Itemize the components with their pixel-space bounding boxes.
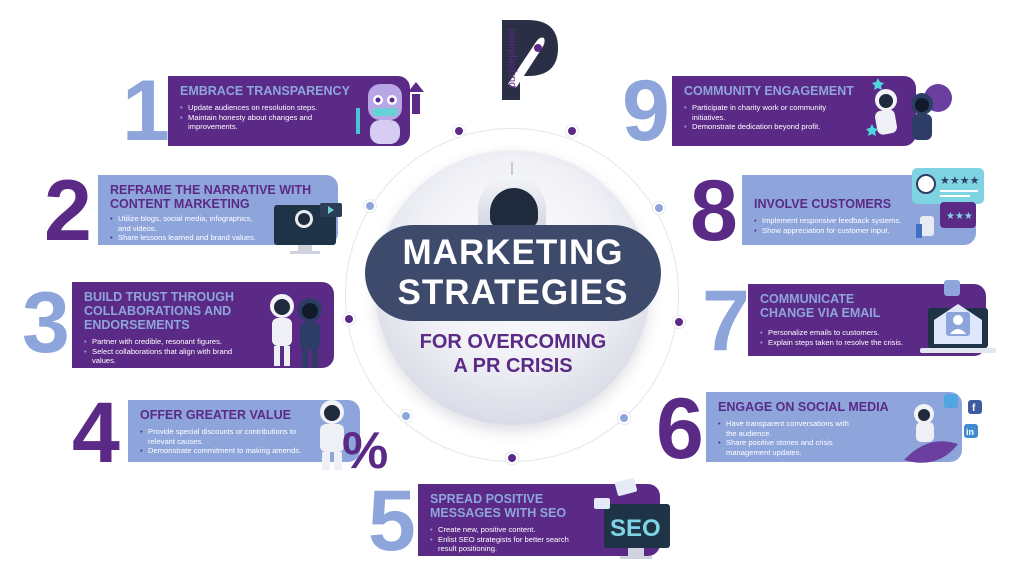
strategy-bullet: Partner with credible, resonant figures.: [84, 337, 244, 347]
strategy-bullet: Utilize blogs, social media, infographic…: [110, 214, 265, 233]
astronaut-antenna: [511, 162, 513, 178]
strategy-bullet: Personalize emails to customers.: [760, 328, 920, 338]
strategy-bullet: Create new, positive content.: [430, 525, 580, 535]
ring-dot: [364, 200, 376, 212]
purpleplanet-logo: [480, 18, 562, 102]
strategy-number-5: 5: [368, 473, 416, 569]
strategy-number-6: 6: [656, 381, 704, 477]
ring-dot: [618, 412, 630, 424]
astronaut-visor: [490, 188, 538, 228]
astronaut-rocket-social-icon: f in: [898, 390, 990, 475]
ring-dot: [343, 313, 355, 325]
strategy-heading: INVOLVE CUSTOMERS: [754, 197, 892, 211]
strategy-bullet: Provide special discounts or contributio…: [140, 427, 310, 446]
strategy-bullet: Maintain honesty about changes and impro…: [180, 113, 340, 132]
subtitle-line-2: A PR CRISIS: [453, 355, 573, 377]
strategy-heading: EMBRACE TRANSPARENCY: [180, 84, 350, 98]
strategy-bullet: Share positive stories and crisis manage…: [718, 438, 858, 457]
strategy-bullet: Participate in charity work or community…: [684, 103, 844, 122]
svg-text:SEO: SEO: [610, 515, 661, 542]
strategy-heading: OFFER GREATER VALUE: [140, 408, 291, 422]
strategy-number-1: 1: [122, 63, 170, 159]
seo-monitor-icon: SEO: [590, 476, 676, 567]
strategy-card-8: INVOLVE CUSTOMERS Implement responsive f…: [742, 175, 976, 245]
ring-dot: [673, 316, 685, 328]
robot-wrench-icon: [350, 78, 436, 155]
title-line-2: STRATEGIES: [397, 273, 629, 312]
svg-text:f: f: [972, 403, 976, 414]
page-title: MARKETING STRATEGIES: [365, 225, 661, 321]
strategy-bullet: Have transparent conversations with the …: [718, 419, 858, 438]
strategy-heading: REFRAME THE NARRATIVE WITH CONTENT MARKE…: [110, 183, 312, 211]
astronauts-space-icon: [866, 74, 956, 155]
strategy-bullet: Show appreciation for customer input.: [754, 226, 914, 236]
ring-dot: [453, 125, 465, 137]
strategy-bullet: Enlist SEO strategists for better search…: [430, 535, 580, 554]
brand-name: purpleplanet: [506, 27, 518, 89]
strategy-bullet: Update audiences on resolution steps.: [180, 103, 340, 113]
svg-text:in: in: [966, 427, 974, 437]
strategy-bullet: Demonstrate dedication beyond profit.: [684, 122, 844, 132]
svg-text:%: %: [342, 422, 388, 474]
strategy-bullet: Explain steps taken to resolve the crisi…: [760, 338, 920, 348]
strategy-bullet: Share lessons learned and brand values.: [110, 233, 265, 243]
page-subtitle: FOR OVERCOMING A PR CRISIS: [380, 330, 646, 378]
strategy-heading: SPREAD POSITIVE MESSAGES WITH SEO: [430, 492, 567, 520]
ring-dot: [653, 202, 665, 214]
strategy-bullet: Select collaborations that align with br…: [84, 347, 244, 366]
strategy-number-9: 9: [622, 63, 670, 159]
strategy-number-8: 8: [690, 163, 738, 259]
strategy-heading: COMMUNICATE CHANGE VIA EMAIL: [760, 292, 881, 320]
strategy-heading: ENGAGE ON SOCIAL MEDIA: [718, 400, 889, 414]
review-stars-icon: ★★★★★★★: [910, 166, 990, 251]
ring-dot: [566, 125, 578, 137]
strategy-bullet: Demonstrate commitment to making amends.: [140, 446, 310, 456]
strategy-number-2: 2: [44, 163, 92, 259]
strategy-bullet: Implement responsive feedback systems.: [754, 216, 914, 226]
ring-dot: [506, 452, 518, 464]
strategy-heading: BUILD TRUST THROUGH COLLABORATIONS AND E…: [84, 290, 234, 332]
title-line-1: MARKETING: [402, 233, 624, 272]
astronaut-percent-icon: %: [306, 398, 392, 480]
rocket-p-logo-icon: [502, 20, 558, 100]
strategy-heading: COMMUNITY ENGAGEMENT: [684, 84, 854, 98]
strategy-card-3: BUILD TRUST THROUGH COLLABORATIONS AND E…: [72, 282, 334, 368]
svg-text:★★★★: ★★★★: [940, 174, 980, 187]
astronauts-handshake-icon: [262, 288, 334, 377]
strategy-number-4: 4: [72, 385, 120, 481]
strategy-number-7: 7: [702, 273, 750, 369]
laptop-email-icon: [916, 280, 1000, 365]
svg-text:★★★: ★★★: [946, 211, 973, 222]
ring-dot: [400, 410, 412, 422]
astronaut-monitor-icon: [268, 195, 348, 262]
subtitle-line-1: FOR OVERCOMING: [419, 331, 607, 353]
strategy-number-3: 3: [22, 275, 70, 371]
